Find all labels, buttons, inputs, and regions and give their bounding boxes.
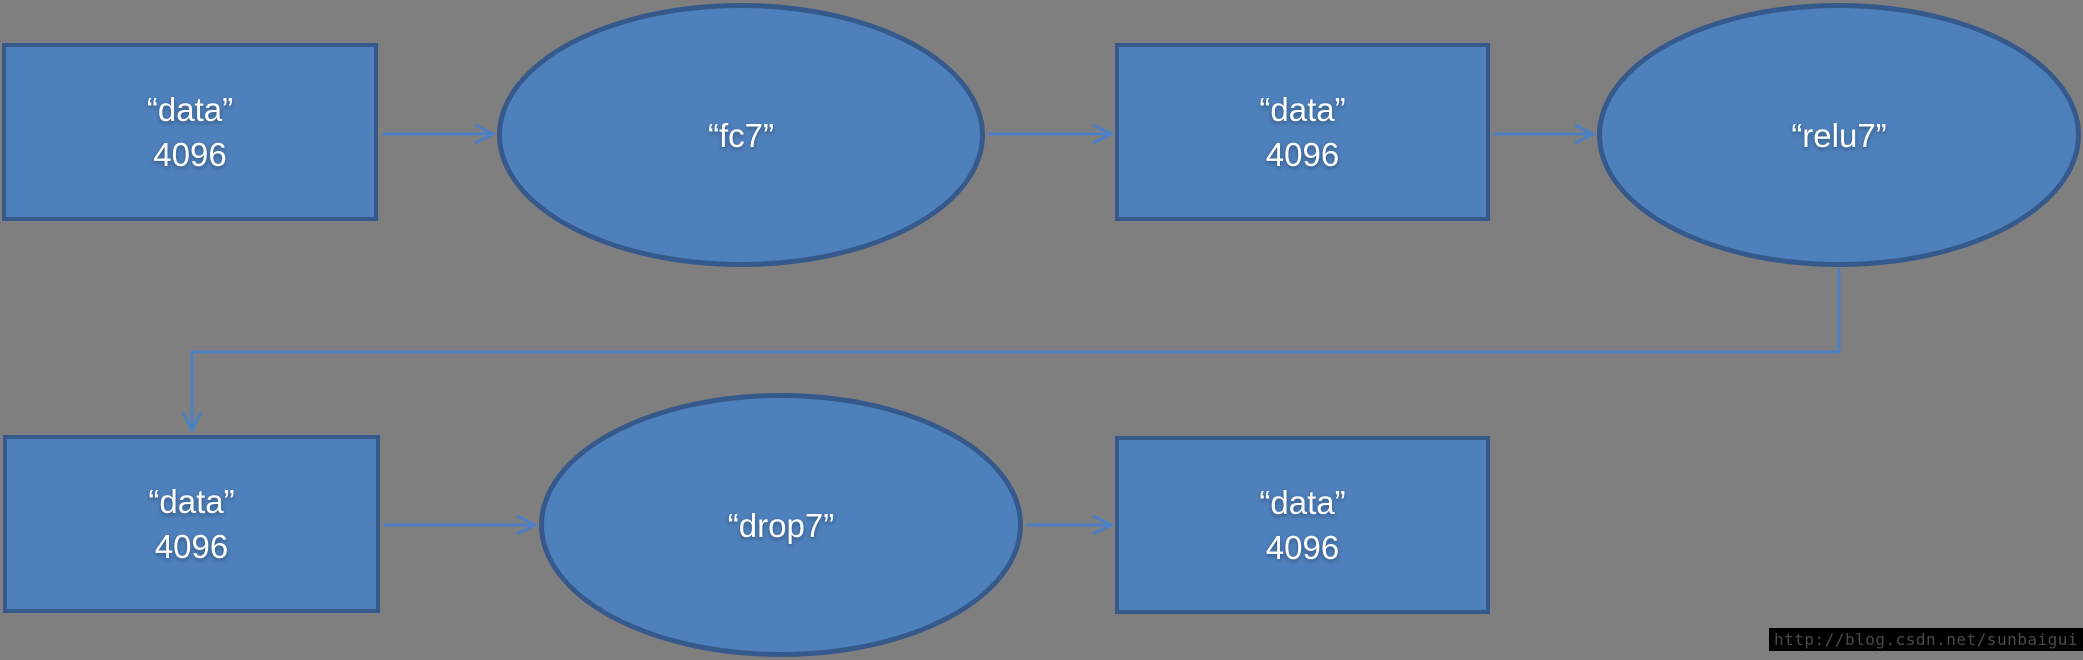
node-label: “drop7” bbox=[727, 506, 835, 544]
node-sublabel: 4096 bbox=[153, 136, 227, 173]
node-drop7: “drop7” bbox=[539, 393, 1023, 657]
node-label: “data” bbox=[1259, 91, 1346, 128]
watermark: http://blog.csdn.net/sunbaigui bbox=[1769, 628, 2083, 651]
node-sublabel: 4096 bbox=[154, 528, 229, 565]
node-data-bottom-1: “data” 4096 bbox=[3, 435, 380, 613]
node-relu7: “relu7” bbox=[1597, 3, 2081, 267]
node-label: “fc7” bbox=[708, 116, 774, 154]
node-data-bottom-2: “data” 4096 bbox=[1115, 436, 1490, 614]
node-fc7: “fc7” bbox=[497, 3, 985, 267]
node-label: “data” bbox=[148, 483, 235, 520]
node-label: “data” bbox=[1259, 484, 1346, 521]
node-label: “data” bbox=[146, 91, 234, 128]
node-sublabel: 4096 bbox=[1265, 529, 1340, 566]
node-data-top-2: “data” 4096 bbox=[1115, 43, 1490, 221]
arrow-relu7-to-data3-elbow bbox=[181, 268, 1841, 434]
node-label: “relu7” bbox=[1791, 116, 1887, 154]
node-data-top-1: “data” 4096 bbox=[2, 43, 378, 221]
node-sublabel: 4096 bbox=[1265, 136, 1340, 173]
